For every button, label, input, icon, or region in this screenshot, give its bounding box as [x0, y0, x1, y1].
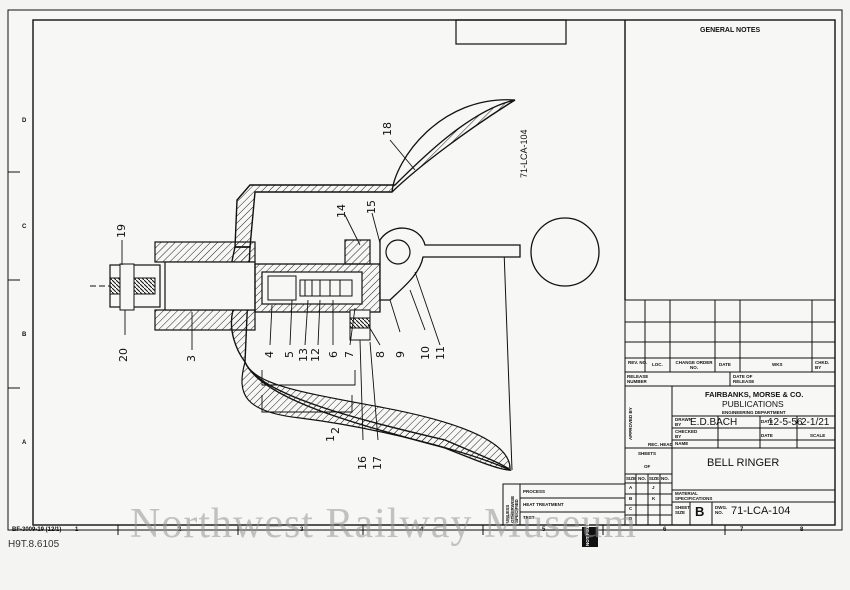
date-of-release-label: DATE OF RELEASE — [733, 374, 755, 384]
scale-label: SCALE — [810, 433, 826, 438]
zone-letter-c: C — [22, 224, 27, 230]
callout-20: 20 — [117, 348, 130, 362]
name-label: NAME — [675, 441, 689, 446]
material-specs-label: MATERIAL SPECIFICATIONS — [675, 491, 713, 501]
zone-letter-a: A — [22, 440, 27, 446]
callout-16: 16 — [356, 456, 369, 470]
drawing-title: BELL RINGER — [707, 457, 780, 469]
sheets-of: OF — [644, 464, 651, 469]
zone-number-6: 6 — [663, 527, 667, 533]
sheets-col-size-2: SIZE — [649, 476, 660, 481]
rev-date-label: DATE — [719, 362, 731, 367]
sheets-row-a: A — [629, 485, 633, 490]
callout-10: 10 — [419, 346, 432, 360]
sheets-row-j: J — [652, 485, 655, 490]
zone-number-4: 4 — [420, 527, 424, 533]
checked-by-label: CHECKED BY — [675, 429, 698, 439]
department-name: PUBLICATIONS — [722, 399, 784, 409]
drawn-date-label: DATE — [761, 419, 773, 424]
zone-number-7: 7 — [740, 527, 744, 533]
zone-letter-b: B — [22, 332, 27, 338]
sheets-row-b: B — [629, 496, 633, 501]
wks-label: WKS — [772, 362, 783, 367]
callout-19: 19 — [115, 224, 128, 238]
change-order-label: CHANGE ORDER NO. — [675, 360, 713, 370]
sheet-size-label: SHEET SIZE — [675, 505, 691, 515]
approved-by-label: APPROVED BY — [628, 407, 633, 440]
callout-14: 14 — [335, 204, 348, 218]
drawn-by-label: DRAWN BY — [675, 417, 692, 427]
sheet-size-value: B — [695, 504, 705, 519]
zone-number-8: 8 — [800, 527, 804, 533]
form-number: BF-3009-19 (12/1) — [12, 527, 62, 533]
callout-11: 11 — [434, 346, 447, 360]
zone-number-2: 2 — [178, 527, 182, 533]
callout-15: 15 — [365, 200, 378, 214]
callout-13: 13 — [297, 348, 310, 362]
callout-9: 9 — [394, 351, 407, 358]
callout-18: 18 — [381, 122, 394, 136]
callout-7: 7 — [343, 351, 356, 358]
drawn-date-value: 12-5-56 — [768, 417, 803, 428]
callout-6: 6 — [327, 351, 340, 358]
sheets-col-size-1: SIZE — [626, 476, 637, 481]
rec-head-label: REC. HEAD — [648, 442, 673, 447]
callout-17: 17 — [371, 456, 384, 470]
zone-number-1: 1 — [75, 527, 79, 533]
zone-number-5: 5 — [542, 527, 546, 533]
scale-value: 2-1/21 — [801, 417, 830, 428]
loc-label: LOC. — [652, 362, 663, 367]
callout-2: 2 — [329, 427, 342, 434]
test-label: TEST — [523, 515, 535, 520]
sheets-col-no-1: NO. — [638, 476, 647, 481]
handwritten-reference: H9T.8.6105 — [8, 539, 60, 550]
release-number-label: RELEASE NUMBER — [627, 374, 649, 384]
callout-4: 4 — [263, 351, 276, 358]
sub-department-name: ENGINEERING DEPARTMENT — [722, 410, 786, 415]
company-name: FAIRBANKS, MORSE & CO. — [705, 390, 804, 399]
dwg-no-value: 71-LCA-104 — [731, 505, 791, 517]
rev-no-label: REV. NO. — [628, 360, 648, 365]
sheets-row-k: K — [652, 496, 656, 501]
heat-treatment-label: HEAT TREATMENT — [523, 502, 564, 507]
sheets-col-no-2: NO. — [661, 476, 670, 481]
general-notes-label: GENERAL NOTES — [700, 27, 761, 34]
drawn-by-value: E.D.BACH — [690, 417, 738, 428]
chkd-by-label: CHKD. BY — [815, 360, 830, 370]
dwg-no-label: DWG. NO. — [715, 505, 728, 515]
zone-letter-d: D — [22, 118, 27, 124]
museum-watermark: Northwest Railway Museum — [130, 501, 637, 547]
callout-12: 12 — [309, 348, 322, 362]
sheets-row-d: D — [629, 516, 633, 521]
sheets-header: SHEETS — [638, 451, 657, 456]
check-date-label: DATE — [761, 433, 773, 438]
sheets-row-c: C — [629, 506, 633, 511]
callout-3: 3 — [185, 355, 198, 362]
vertical-drawing-number: 71-LCA-104 — [519, 129, 529, 178]
callout-8: 8 — [374, 351, 387, 358]
callout-5: 5 — [283, 351, 296, 358]
callout-1: 1 — [324, 435, 337, 442]
zone-number-3: 3 — [300, 527, 304, 533]
process-label: PROCESS — [523, 489, 546, 494]
